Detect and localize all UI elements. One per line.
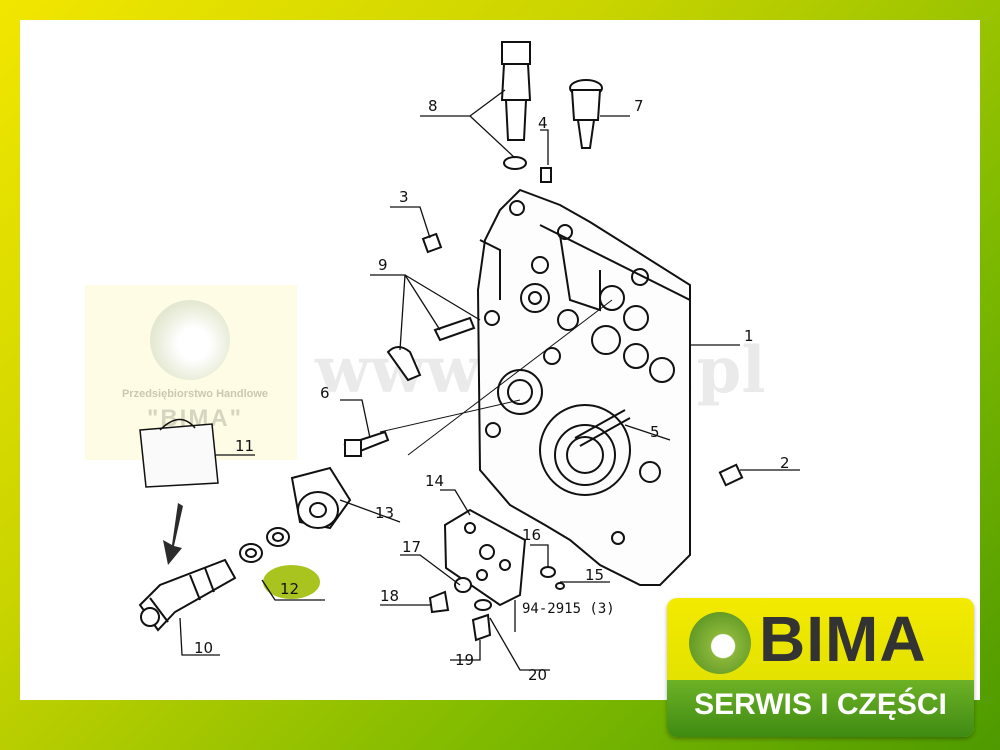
logo-tagline: SERWIS I CZĘŚCI bbox=[694, 688, 947, 721]
banjo-bolt-part-10 bbox=[138, 558, 237, 632]
callout-17: 17 bbox=[402, 538, 421, 556]
callout-20: 20 bbox=[528, 666, 547, 684]
callout-6: 6 bbox=[320, 384, 330, 402]
callout-3: 3 bbox=[399, 188, 409, 206]
fitting-part-13 bbox=[290, 466, 352, 530]
callout-12: 12 bbox=[280, 580, 299, 598]
plug-part-7 bbox=[569, 79, 603, 149]
valve-cartridge-part-8 bbox=[500, 41, 532, 141]
callout-4: 4 bbox=[538, 114, 548, 132]
fitting-part-9 bbox=[386, 310, 500, 382]
valve-body-part bbox=[476, 188, 691, 586]
small-hardware-parts bbox=[421, 156, 744, 642]
cover-plate-part-14 bbox=[443, 508, 527, 607]
callout-1: 1 bbox=[744, 327, 754, 345]
logo-ball-icon bbox=[689, 612, 751, 674]
bima-logo: BIMA SERWIS I CZĘŚCI bbox=[667, 598, 974, 737]
watermark-logo-icon bbox=[150, 300, 230, 380]
callout-15-16: 16 bbox=[522, 526, 541, 544]
callout-18: 18 bbox=[380, 587, 399, 605]
parts-bag-part-11 bbox=[139, 418, 219, 488]
callout-5: 5 bbox=[650, 423, 660, 441]
callout-8: 8 bbox=[428, 97, 438, 115]
reference-number: 94-2915 (3) bbox=[522, 601, 615, 617]
callout-10: 10 bbox=[194, 639, 213, 657]
callout-11: 11 bbox=[235, 437, 254, 455]
callout-13: 13 bbox=[375, 504, 394, 522]
sealing-washers-part-12 bbox=[239, 527, 290, 563]
direction-arrow-icon bbox=[163, 503, 183, 565]
logo-name: BIMA bbox=[759, 603, 927, 675]
leader-lines bbox=[179, 89, 800, 671]
bolt-part-6 bbox=[343, 430, 390, 457]
callout-9: 9 bbox=[378, 256, 388, 274]
callout-2: 2 bbox=[780, 454, 790, 472]
callout-7: 7 bbox=[634, 97, 644, 115]
callout-19: 19 bbox=[455, 651, 474, 669]
callout-14: 14 bbox=[425, 472, 444, 490]
watermark-company-line: Przedsiębiorstwo Handlowe bbox=[121, 388, 269, 400]
highlight-part-12 bbox=[263, 565, 320, 599]
bolt-part-5 bbox=[574, 409, 631, 447]
callout-15: 15 bbox=[585, 566, 604, 584]
logo-band bbox=[667, 680, 974, 737]
